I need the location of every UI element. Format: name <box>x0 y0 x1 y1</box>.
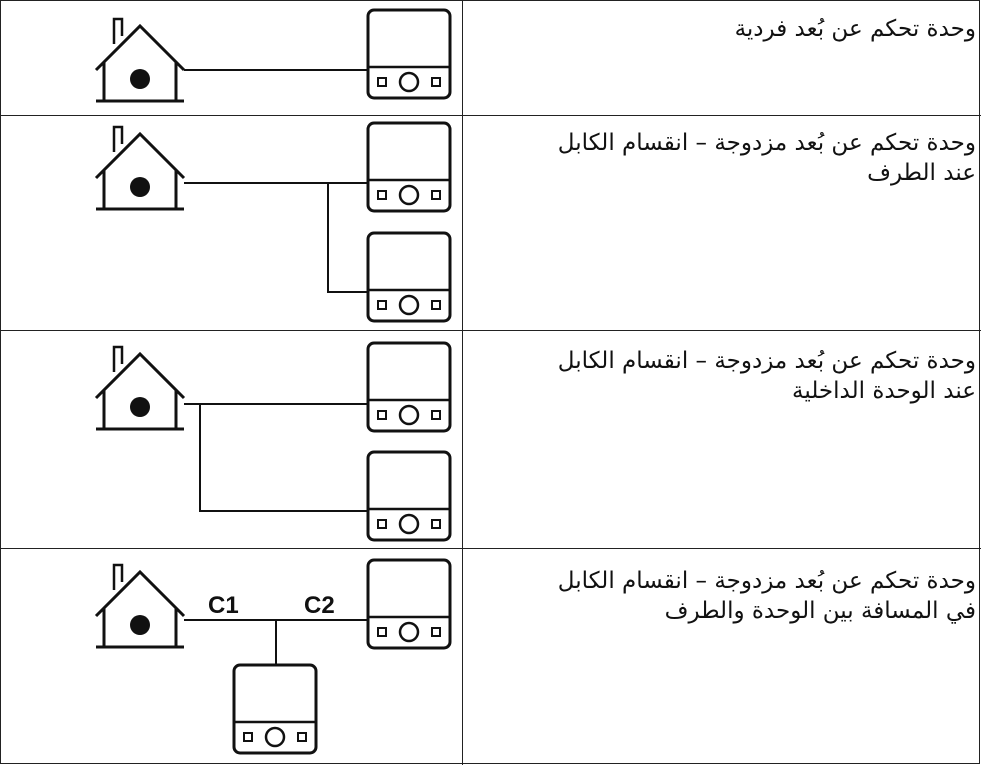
diagram-single-remote <box>94 8 452 103</box>
diagram-dual-split-midway: C1 C2 <box>94 558 452 755</box>
row-2-description: وحدة تحكم عن بُعد مزدوجة – انقسام الكابل… <box>557 130 976 186</box>
cable-label-c2: C2 <box>304 592 335 619</box>
house-icon <box>94 345 186 431</box>
remote-controller-icon <box>366 450 452 542</box>
house-icon <box>94 563 186 649</box>
row-1-description: وحدة تحكم عن بُعد فردية <box>734 16 976 42</box>
diagram-dual-split-terminal <box>94 121 452 323</box>
row-4-description: وحدة تحكم عن بُعد مزدوجة – انقسام الكابل… <box>557 568 976 624</box>
diagram-dual-split-indoor <box>94 341 452 542</box>
cable-label-c1: C1 <box>208 592 239 619</box>
house-icon <box>94 125 186 211</box>
cable-line <box>184 403 368 512</box>
cable-line <box>184 619 368 665</box>
row-3-description: وحدة تحكم عن بُعد مزدوجة – انقسام الكابل… <box>557 348 976 404</box>
remote-controller-icon <box>366 341 452 433</box>
house-icon <box>94 17 186 103</box>
remote-controller-icon <box>366 8 452 100</box>
remote-controller-icon <box>366 558 452 650</box>
remote-controller-icon <box>366 121 452 213</box>
remote-controller-icon <box>366 231 452 323</box>
remote-controller-icon <box>232 663 318 755</box>
cable-line <box>184 182 368 293</box>
